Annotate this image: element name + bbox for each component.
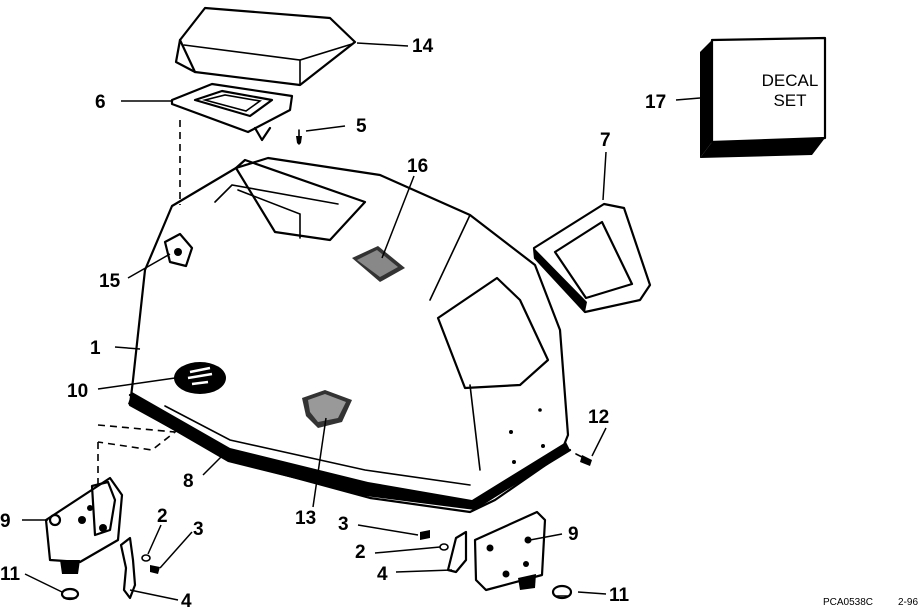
- latch-part: [163, 232, 194, 268]
- callout-11-left: 11: [0, 564, 21, 585]
- callout-3-left: 3: [193, 519, 204, 540]
- link-right-part: [446, 530, 468, 574]
- screw-left-part: [150, 565, 160, 574]
- bracket-right-part: [473, 510, 547, 592]
- callout-9-right: 9: [568, 524, 579, 545]
- callout-5: 5: [356, 116, 367, 137]
- bumper-right-part: [551, 584, 573, 600]
- alignment-line-seal: [97, 424, 178, 451]
- callout-6: 6: [95, 92, 106, 113]
- washer-left-part: [141, 554, 151, 562]
- callout-13: 13: [295, 508, 316, 529]
- callout-17: 17: [645, 92, 666, 113]
- decal-line-1: DECAL: [762, 71, 819, 90]
- callout-15: 15: [99, 271, 121, 292]
- decal-part-16: [352, 246, 405, 282]
- window-frame-part: [532, 202, 652, 314]
- engine-cowl-part: [128, 156, 572, 514]
- callout-1: 1: [90, 338, 101, 359]
- callout-4-right: 4: [377, 564, 388, 585]
- callout-2-left: 2: [157, 506, 168, 527]
- screw-part-5: [296, 129, 302, 145]
- callout-9-left: 9: [0, 511, 11, 532]
- figure-code: PCA0538C: [823, 597, 873, 607]
- decal-part-13: [302, 390, 352, 428]
- callout-3-right: 3: [338, 514, 349, 535]
- figure-date: 2-96: [898, 597, 918, 607]
- callout-11-right: 11: [609, 585, 630, 606]
- callout-4-left: 4: [181, 591, 192, 607]
- emblem-part: [174, 362, 226, 394]
- callout-8: 8: [183, 471, 194, 492]
- screw-part-12: [575, 453, 592, 466]
- bumper-left-part: [60, 587, 80, 601]
- leader-lines: [22, 42, 701, 601]
- decal-set-box: DECAL SET: [700, 36, 827, 158]
- top-cover-part: [174, 6, 357, 87]
- callout-2-right: 2: [355, 542, 366, 563]
- callout-14: 14: [412, 36, 434, 57]
- link-left-part: [119, 536, 137, 600]
- grille-plate-part: [170, 82, 294, 142]
- decal-line-2: SET: [773, 91, 806, 110]
- callout-7: 7: [600, 130, 611, 151]
- washer-right-part: [439, 543, 449, 551]
- bracket-left-part: [44, 476, 124, 574]
- callout-10: 10: [67, 381, 88, 402]
- callout-16: 16: [407, 156, 428, 177]
- screw-right-part: [420, 530, 430, 540]
- callout-12: 12: [588, 407, 609, 428]
